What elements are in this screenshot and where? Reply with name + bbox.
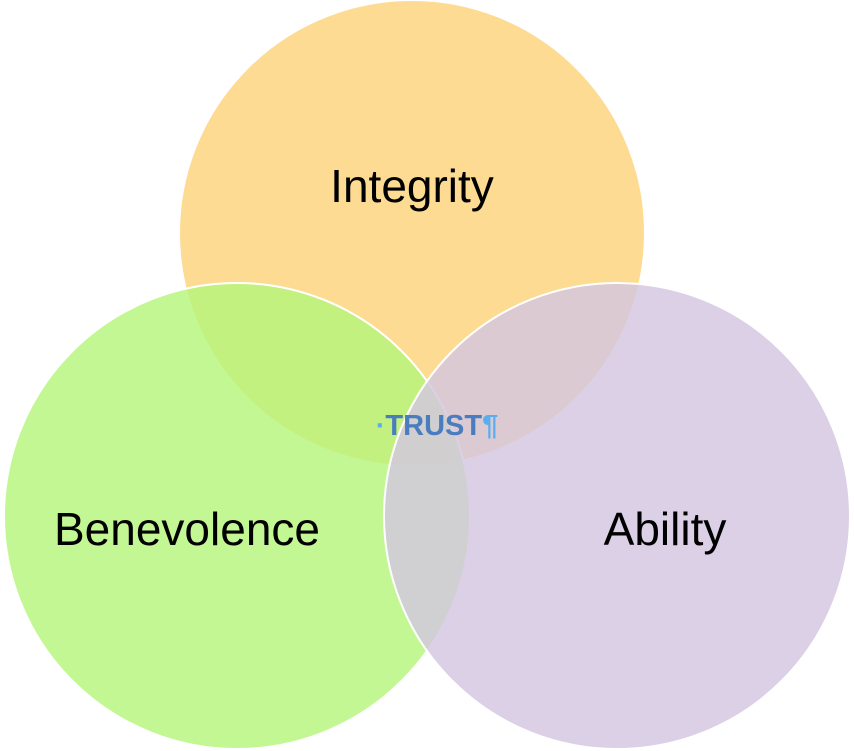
trust-center-text: ·TRUST¶: [376, 410, 498, 442]
trust-label: TRUST: [385, 410, 482, 442]
trust-prefix-mark: ·: [376, 410, 386, 442]
ability-circle: [383, 282, 851, 750]
benevolence-label: Benevolence: [54, 503, 320, 555]
ability-label: Ability: [604, 503, 727, 555]
integrity-label: Integrity: [330, 160, 494, 212]
trust-pilcrow-mark: ¶: [482, 410, 498, 442]
